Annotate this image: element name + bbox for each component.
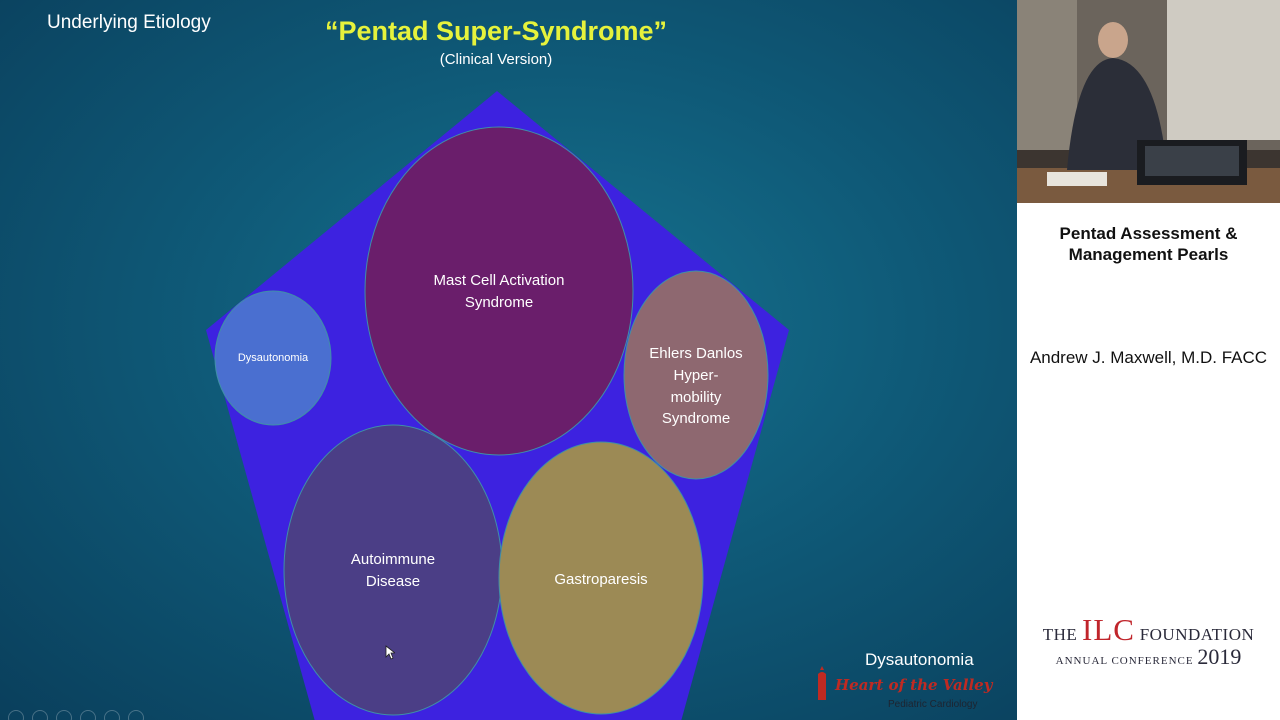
label-mast-cell: Mast Cell Activation Syndrome	[433, 272, 565, 311]
presentation-title: Pentad Assessment & Management Pearls	[1059, 224, 1238, 264]
prev-slide-icon[interactable]	[8, 710, 24, 720]
pen-icon[interactable]	[56, 710, 72, 720]
presenter-name: Andrew J. Maxwell, M.D. FACC	[1029, 348, 1268, 367]
logo-script-text: Heart of the Valley	[835, 676, 993, 694]
conference-logo: THE ILC FOUNDATION ANNUAL CONFERENCE 201…	[1042, 612, 1255, 669]
logo-subtitle: Pediatric Cardiology	[888, 699, 978, 710]
slide-area: Underlying Etiology “Pentad Super-Syndro…	[0, 0, 1017, 720]
hospital-logo-icon	[818, 666, 826, 700]
circle-gastroparesis	[498, 441, 704, 715]
slide-title: “Pentad Super-Syndrome”	[324, 16, 668, 46]
circle-mast-cell	[364, 126, 634, 456]
label-ehlers-danlos: Ehlers Danlos Hyper- mobility Syndrome	[649, 345, 743, 428]
footer-topic: Dysautonomia	[865, 650, 974, 669]
circle-ehlers-danlos	[623, 270, 769, 480]
label-dysautonomia: Dysautonomia	[237, 352, 309, 364]
pentad-diagram	[206, 91, 789, 720]
mouse-cursor-icon	[385, 645, 395, 660]
zoom-icon[interactable]	[104, 710, 120, 720]
circle-dysautonomia	[214, 290, 332, 426]
next-slide-icon[interactable]	[32, 710, 48, 720]
speaker-video-frame	[1017, 0, 1280, 203]
label-gastroparesis: Gastroparesis	[554, 571, 648, 588]
sidebar-panel: Pentad Assessment & Management Pearls An…	[1017, 0, 1280, 720]
section-label: Underlying Etiology	[47, 12, 211, 33]
grid-icon[interactable]	[80, 710, 96, 720]
label-autoimmune: Autoimmune Disease	[350, 551, 436, 590]
slide-toolbar	[8, 710, 144, 720]
slide-subtitle: (Clinical Version)	[439, 51, 553, 68]
more-icon[interactable]	[128, 710, 144, 720]
speaker-video	[1017, 0, 1280, 203]
